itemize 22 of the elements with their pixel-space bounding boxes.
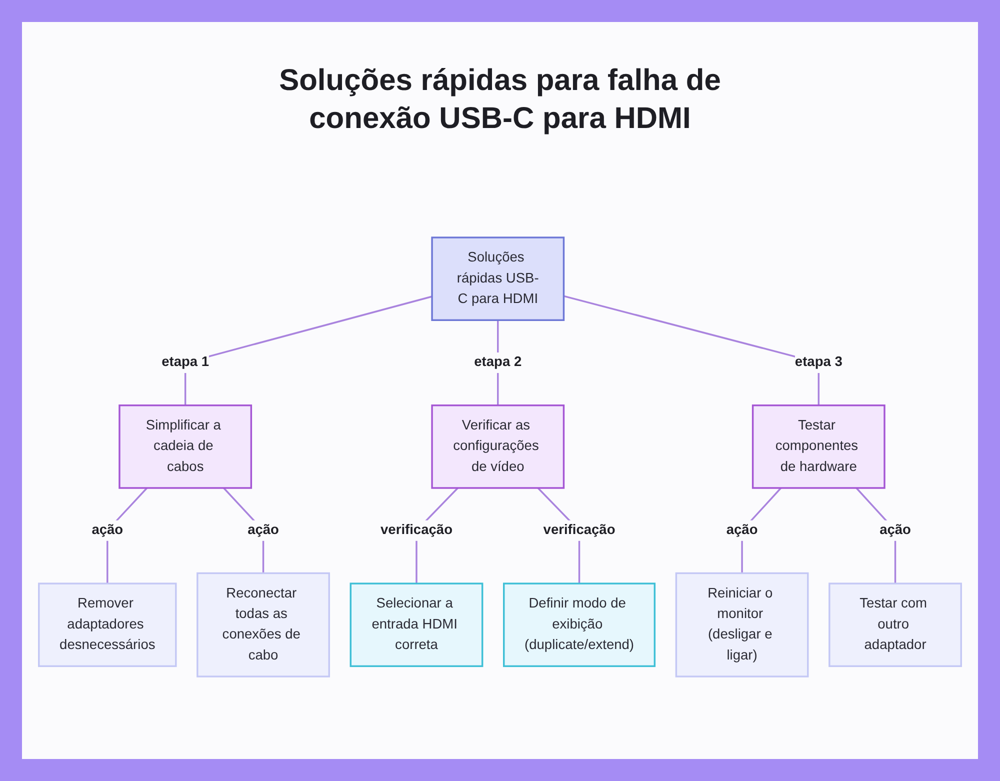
edge-label: verificação (543, 522, 616, 538)
connector (564, 295, 820, 406)
edge-label: etapa 1 (162, 354, 210, 370)
edge-label: ação (880, 522, 911, 538)
node-box: Simplificar a cadeia de cabos (118, 404, 252, 489)
edge-label: etapa 2 (474, 354, 522, 370)
edge-label: ação (248, 522, 279, 538)
edge-label: ação (92, 522, 124, 538)
node-box: Selecionar a entrada HDMI correta (350, 582, 484, 668)
connector (184, 296, 432, 406)
node-box: Reconectar todas as conexões de cabo (196, 572, 330, 678)
node-box: Definir modo de exibição (duplicate/extend) (503, 582, 656, 668)
node-box: Testar componentes de hardware (752, 404, 886, 489)
edge-label: ação (726, 522, 758, 538)
node-box: Remover adaptadores desnecessários (38, 582, 177, 668)
node-box: Reiniciar o monitor (desligar e ligar) (675, 572, 809, 678)
node-box: Testar com outro adaptador (828, 582, 962, 668)
node-box: Soluções rápidas USB-C para HDMI (431, 236, 565, 321)
node-box: Verificar as configurações de vídeo (431, 404, 565, 489)
title: Soluções rápidas para falha de conexão USB-C para HDMI (278, 63, 722, 136)
edge-label: verificação (380, 522, 452, 538)
edge-label: etapa 3 (794, 354, 842, 370)
